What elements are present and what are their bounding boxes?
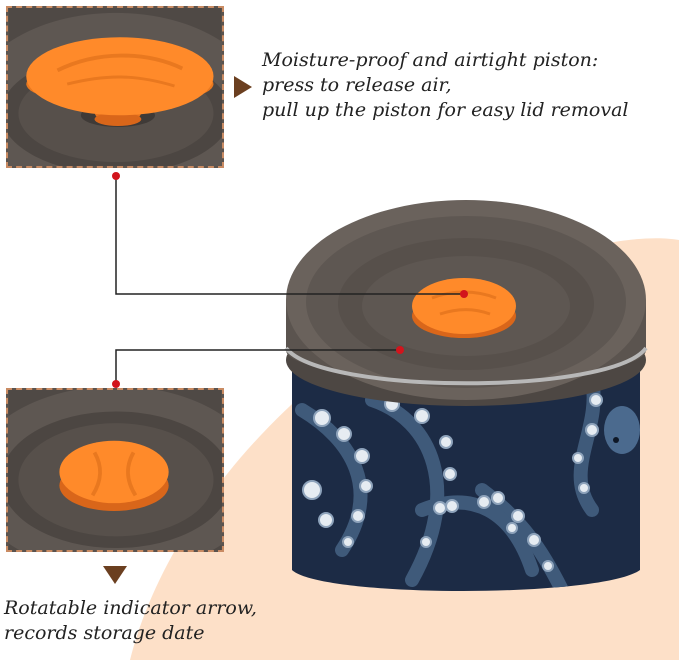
indicator-caption-line-1: Rotatable indicator arrow,	[4, 597, 257, 619]
caption-pointer-arrow-down	[103, 566, 127, 584]
piston-caption-line-1: Moisture-proof and airtight piston:	[262, 49, 599, 71]
piston-closeup-inset	[6, 6, 224, 168]
piston-caption: Moisture-proof and airtight piston: pres…	[262, 48, 629, 123]
caption-pointer-arrow-right	[234, 76, 252, 98]
indicator-closeup-image	[8, 390, 222, 550]
indicator-caption-line-2: records storage date	[4, 622, 205, 644]
product-tin-image	[284, 200, 648, 591]
piston-caption-line-2: press to release air,	[262, 74, 452, 96]
piston-closeup-image	[8, 8, 222, 166]
indicator-caption: Rotatable indicator arrow, records stora…	[4, 596, 257, 646]
indicator-closeup-inset	[6, 388, 224, 552]
piston-caption-line-3: pull up the piston for easy lid removal	[262, 99, 629, 121]
